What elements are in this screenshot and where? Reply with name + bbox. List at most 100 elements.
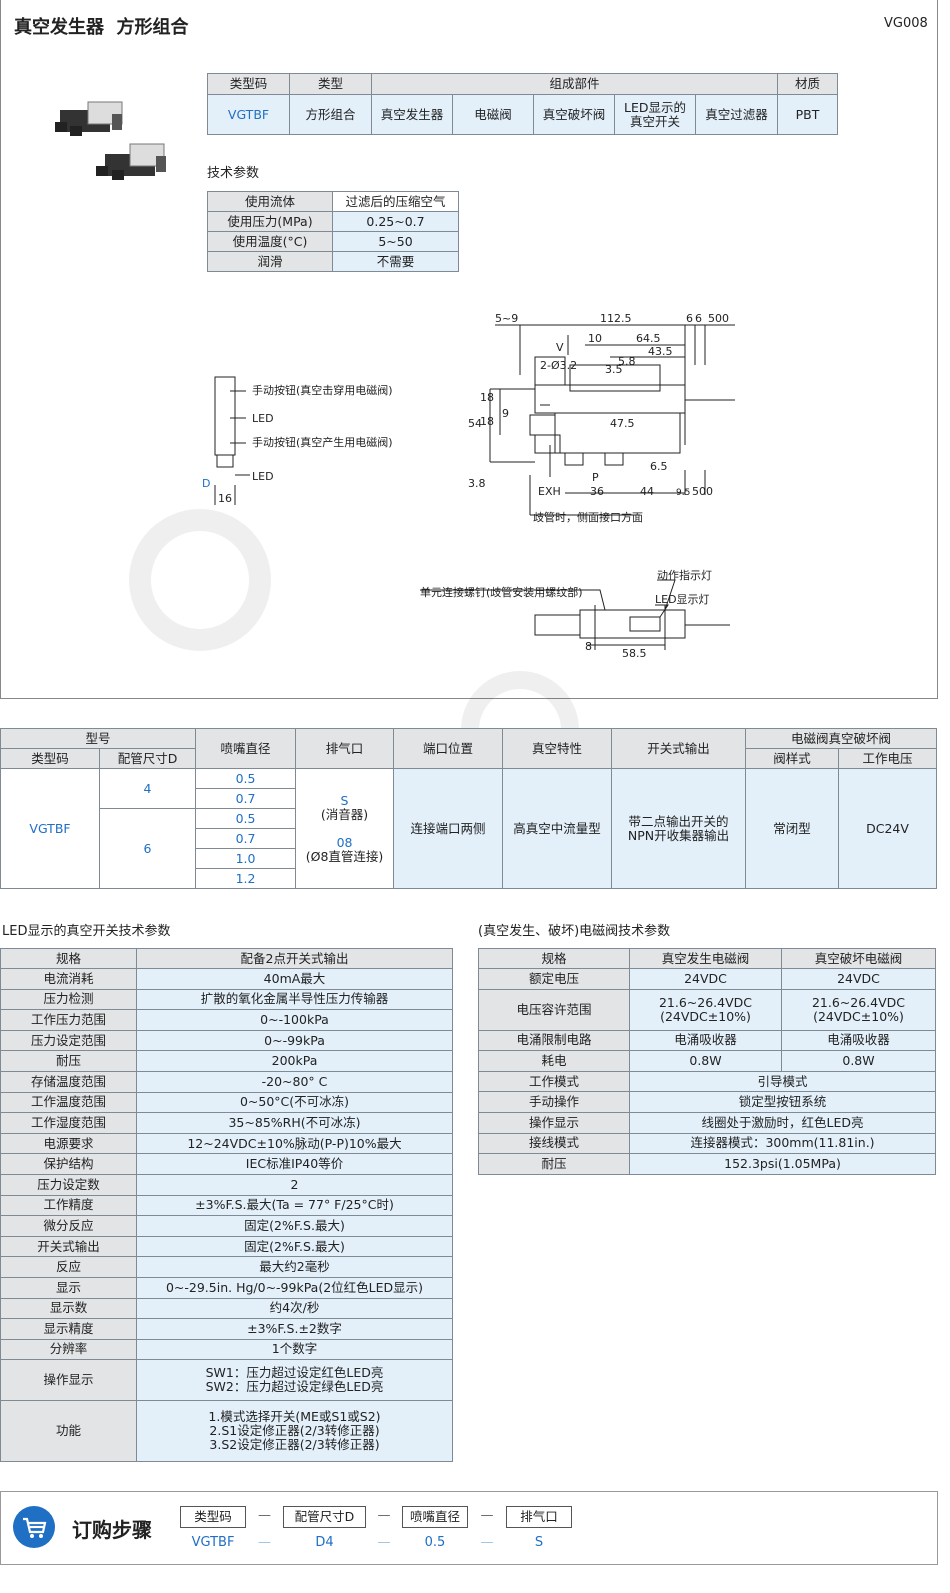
function-label: 功能 (0, 1400, 137, 1463)
tech-label: 使用压力(MPa) (207, 211, 333, 232)
exhaust-cell: S(消音器)08(Ø8直管连接) (295, 768, 395, 889)
order-separator: — (377, 1508, 391, 1523)
table-row: 存储温度范围-20~80° C (0, 1070, 453, 1093)
spec-label: 电压容许范围 (478, 988, 630, 1031)
order-step-value: 0.5 (424, 1535, 446, 1550)
type-code-cell: VGTBF (207, 94, 290, 135)
dimension-label: 36 (590, 485, 604, 498)
spec-label: 电涌限制电路 (478, 1029, 630, 1052)
table-row: 显示精度±3%F.S.±2数字 (0, 1318, 453, 1340)
table-row: 接线模式连接器模式：300mm(11.81in.) (478, 1132, 936, 1155)
header-model: 型号 (0, 728, 197, 749)
dimension-label: 500 (692, 485, 713, 498)
order-step-label: 排气口 (506, 1506, 572, 1528)
spec-label: 耐压 (478, 1153, 630, 1175)
spec-value: 引导模式 (629, 1070, 936, 1093)
dimension-label: 3.5 (605, 363, 623, 376)
header-valve-style: 阀样式 (745, 748, 840, 769)
spec-label: 工作温度范围 (0, 1091, 137, 1114)
header-type-code: 类型码 (0, 748, 100, 769)
tech-title: 技术参数 (207, 166, 260, 181)
spec-value: 固定(2%F.S.最大) (136, 1215, 453, 1237)
drawing-label: 16 (218, 492, 232, 505)
dimension-label: 8 (585, 640, 592, 653)
spec-value: 0~50°C(不可冰冻) (136, 1091, 453, 1114)
spec-label: 工作压力范围 (0, 1009, 137, 1031)
header-cell: 真空破坏电磁阀 (781, 948, 936, 969)
spec-label: 工作模式 (478, 1070, 630, 1093)
model-table: 型号 喷嘴直径 排气口 端口位置 真空特性 开关式输出 电磁阀真空破坏阀 类型码… (0, 728, 938, 889)
header-spec: 规格 (0, 948, 137, 969)
tech-value: 过滤后的压缩空气 (332, 191, 459, 212)
header-type: 类型 (289, 73, 372, 95)
dimension-label: 5.8 (618, 355, 636, 368)
table-row: 规格配备2点开关式输出 (0, 948, 453, 969)
nozzle-cell: 0.5 (195, 808, 297, 829)
spec-value: 2 (136, 1173, 453, 1196)
table-row: 工作精度±3%F.S.最大(Ta = 77° F/25°C时) (0, 1194, 453, 1217)
spec-value: ±3%F.S.±2数字 (136, 1318, 453, 1340)
drawing-label: 手动按钮(真空产生用电磁阀) (252, 435, 393, 449)
spec-label: 显示精度 (0, 1318, 137, 1340)
spec-value: 0~-100kPa (136, 1009, 453, 1031)
vacuum-cell: 高真空中流量型 (502, 768, 613, 889)
cart-icon (13, 1506, 55, 1548)
spec-label: 压力检测 (0, 988, 137, 1011)
spec-value: 200kPa (136, 1050, 453, 1072)
table-row: 显示数约4次/秒 (0, 1297, 453, 1320)
dimension-label: V (556, 341, 564, 354)
spec-value: 线圈处于激励时，红色LED亮 (629, 1111, 936, 1134)
dimension-label: 112.5 (600, 312, 632, 325)
spec-value: 电涌吸收器 (781, 1029, 936, 1052)
order-panel (0, 1491, 938, 1565)
dimension-label: 47.5 (610, 417, 635, 430)
spec-label: 电源要求 (0, 1132, 137, 1155)
pipe-size-cell: 4 (98, 768, 197, 809)
tech-label: 润滑 (207, 251, 333, 272)
type-code-cell: VGTBF (0, 768, 100, 889)
nozzle-cell: 1.2 (195, 868, 297, 889)
spec-value: 21.6~26.4VDC(24VDC±10%) (629, 988, 782, 1031)
led-table-title: LED显示的真空开关技术参数 (2, 924, 171, 939)
spec-value: -20~80° C (136, 1070, 453, 1093)
order-title: 订购步骤 (72, 1518, 152, 1542)
nozzle-cell: 0.7 (195, 828, 297, 849)
header-valve-group: 电磁阀真空破坏阀 (745, 728, 938, 749)
spec-label: 开关式输出 (0, 1235, 137, 1258)
header-pipe-size: 配管尺寸D (98, 748, 197, 769)
op-display-line: SW1：压力超过设定红色LED亮 (205, 1365, 384, 1381)
header-port-position: 端口位置 (393, 728, 504, 769)
spec-value: 24VDC (629, 968, 782, 990)
dimension-label: 64.5 (636, 332, 661, 345)
header-cell: 规格 (478, 948, 630, 969)
part-cell: 真空发生器 (371, 94, 453, 135)
dimension-label: 43.5 (648, 345, 673, 358)
spec-label: 接线模式 (478, 1132, 630, 1155)
tech-label: 使用流体 (207, 191, 333, 212)
spec-label: 额定电压 (478, 968, 630, 990)
spec-line: 21.6~26.4VDC (658, 994, 753, 1010)
tech-value: 0.25~0.7 (332, 211, 459, 232)
order-step-value: D4 (315, 1535, 334, 1550)
spec-value: 152.3psi(1.05MPa) (629, 1153, 936, 1175)
technical-drawing: 手动按钮(真空击穿用电磁阀) LED 手动按钮(真空产生用电磁阀) LED D … (202, 312, 735, 660)
spec-value: 0.8W (781, 1050, 936, 1072)
part-cell: 电磁阀 (452, 94, 534, 135)
drawing-label: LED (252, 470, 274, 483)
spec-value: ±3%F.S.最大(Ta = 77° F/25°C时) (136, 1194, 453, 1217)
spec-value: 0.8W (629, 1050, 782, 1072)
dimension-label: 58.5 (622, 647, 647, 660)
spec-value: 固定(2%F.S.最大) (136, 1235, 453, 1258)
spec-label: 显示 (0, 1276, 137, 1299)
order-separator: — (258, 1535, 271, 1550)
table-row: 工作模式引导模式 (478, 1070, 936, 1093)
table-row: 压力检测扩散的氧化金属半导性压力传输器 (0, 988, 453, 1011)
product-panel (0, 0, 938, 699)
